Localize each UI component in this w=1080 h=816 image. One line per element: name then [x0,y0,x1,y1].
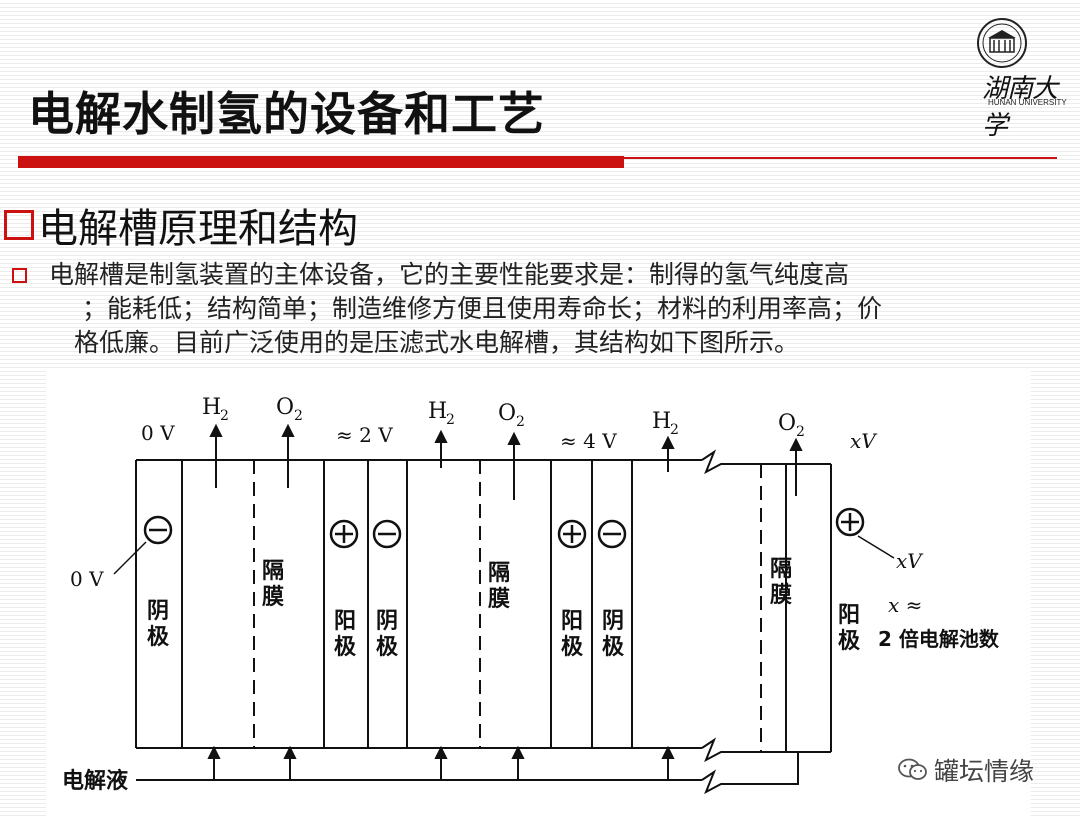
voltage-xv-top: xV [850,429,878,453]
membrane-label-2: 膜 [488,586,510,612]
paragraph-line-1: 电解槽是制氢装置的主体设备，它的主要性能要求是：制得的氢气纯度高 [8,258,1058,292]
anode-label-1: 阳 [561,608,583,634]
university-seal-icon [977,18,1027,68]
bullet-square-icon [4,210,34,240]
anode-label-2: 极 [561,634,584,660]
title-divider-bar [18,156,624,168]
voltage-4v: ≈ 4 V [560,429,617,453]
o2-sub: 2 [294,408,303,424]
electrolyzer-diagram: H 2 O 2 H 2 O 2 H 2 O 2 0 V ≈ 2 V ≈ 4 V … [46,370,1031,816]
anode-label-2: 极 [838,628,861,654]
title-divider-line [620,157,1057,159]
h2-sub: 2 [670,422,679,438]
h2-sub: 2 [220,408,229,424]
wechat-icon [898,758,927,780]
membrane-label-1: 隔 [488,560,510,586]
electrolyte-label: 电解液 [62,768,128,794]
cathode-label-2: 极 [376,634,399,660]
watermark: 罐坛情缘 [898,752,1034,788]
membrane-label-2: 膜 [770,582,792,608]
cathode-label-2: 极 [602,634,625,660]
slide-title: 电解水制氢的设备和工艺 [28,87,545,141]
watermark-text: 罐坛情缘 [934,757,1035,786]
cathode-label-1: 阴 [376,608,398,634]
anode-label-1: 阳 [838,602,860,628]
h2-label: H [202,395,221,420]
body-paragraph: 电解槽是制氢装置的主体设备，它的主要性能要求是：制得的氢气纯度高 ；能耗低；结构… [8,258,1058,360]
o2-sub: 2 [516,414,525,430]
cathode-label-2: 极 [147,624,170,650]
x-definition: 2 倍电解池数 [878,627,1000,651]
university-logo-english: HUNAN UNIVERSITY [988,98,1067,107]
bullet-square-icon [12,268,27,283]
h2-label: H [652,409,671,434]
section-heading: 电解槽原理和结构 [4,196,358,254]
membrane-label-2: 膜 [262,584,284,610]
x-approx: x ≈ [888,593,922,617]
section-heading-text: 电解槽原理和结构 [38,206,358,252]
h2-label: H [428,399,447,424]
voltage-0v-top: 0 V [141,421,175,445]
voltage-2v: ≈ 2 V [336,423,393,447]
o2-sub: 2 [796,424,805,440]
voltage-0v-left: 0 V [70,567,104,591]
paragraph-line-2: ；能耗低；结构简单；制造维修方便且使用寿命长；材料的利用率高；价 [82,294,883,323]
anode-label-2: 极 [334,634,357,660]
cathode-label-1: 阴 [147,598,169,624]
membrane-label-1: 隔 [770,556,792,582]
voltage-xv-right: xV [896,549,924,573]
anode-label-1: 阳 [334,608,356,634]
o2-label: O [498,401,516,426]
electrolyzer-svg: H 2 O 2 H 2 O 2 H 2 O 2 0 V ≈ 2 V ≈ 4 V … [62,395,1000,795]
o2-label: O [778,411,796,436]
h2-sub: 2 [446,412,455,428]
paragraph-line-3: 格低廉。目前广泛使用的是压滤式水电解槽，其结构如下图所示。 [74,328,800,357]
paragraph-text-1: 电解槽是制氢装置的主体设备，它的主要性能要求是：制得的氢气纯度高 [49,260,850,289]
membrane-label-1: 隔 [262,558,284,584]
o2-label: O [276,395,294,420]
university-logo-text: 湖南大学 [982,74,1058,141]
cathode-label-1: 阴 [602,608,624,634]
